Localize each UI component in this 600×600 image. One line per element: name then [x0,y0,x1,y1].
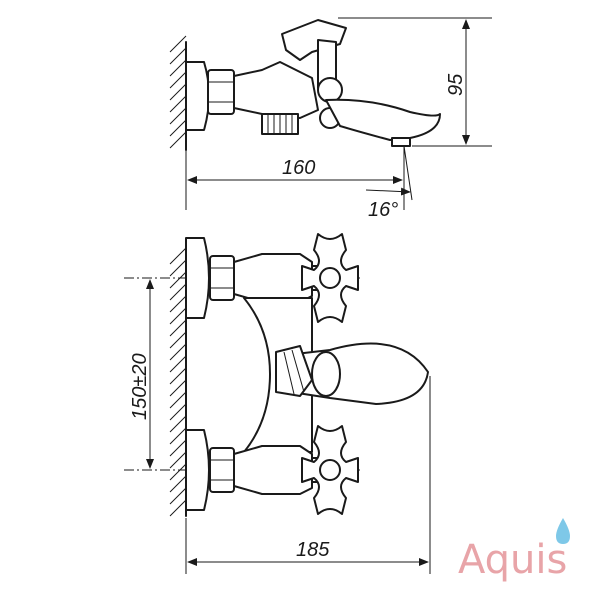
wall-hatch-front [169,245,187,517]
diverter-knob-front [275,345,313,397]
body-top [233,61,319,119]
aerator-top [391,137,411,147]
wall-hatch-top [169,35,187,151]
handle-cap-lower [319,459,341,481]
handle-hub-top [317,77,343,103]
brand-logo-text: Aquis [458,537,567,583]
dimension-150-label: 150±20 [129,353,151,420]
brand-logo: Aquis [458,518,570,583]
side-view: 95 160 16° [169,17,492,221]
handle-cap-upper [319,267,341,289]
nut-top [207,69,235,115]
dimension-95-label: 95 [445,73,467,96]
nut-lower [209,447,235,493]
wall-flange-lower [185,429,210,511]
spout-top [325,98,441,141]
valve-body-lower [233,445,313,495]
dimension-160-label: 160 [282,157,315,179]
wall-flange-top [185,61,210,131]
front-view: 150±20 185 [124,233,431,574]
dimension-185-label: 185 [296,539,330,561]
dimension-16-label: 16° [368,199,398,221]
spout-base-front [311,351,341,397]
water-drop-icon [556,518,570,544]
nut-upper [209,255,235,301]
wall-flange-upper [185,237,210,319]
valve-body-upper [233,253,313,303]
